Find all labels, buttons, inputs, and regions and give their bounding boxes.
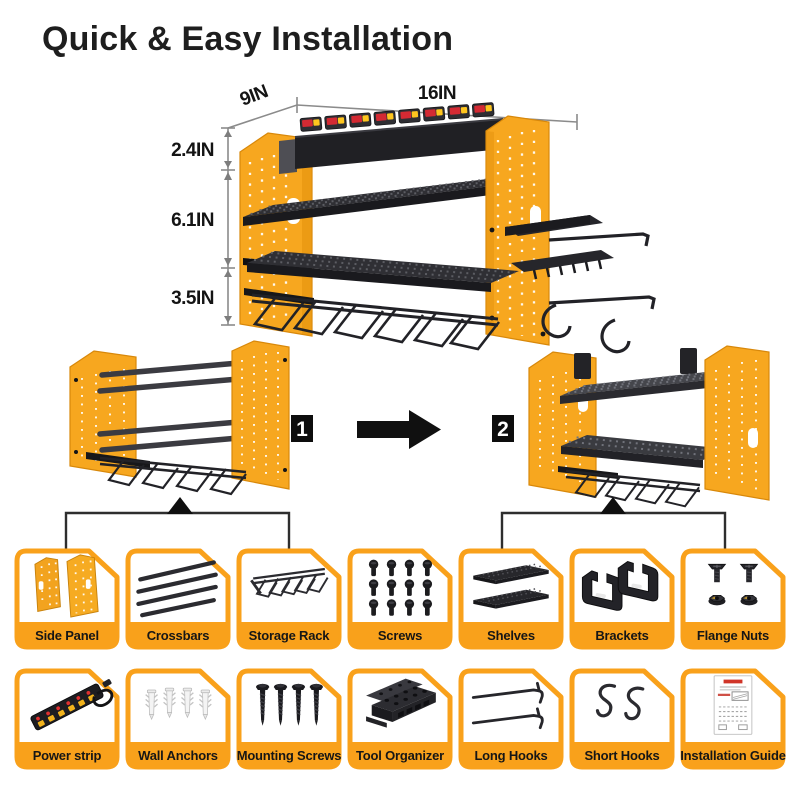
short-hooks-image (574, 672, 670, 740)
step2-brackets (574, 348, 697, 379)
dim-height-top: 2.4IN (171, 140, 214, 161)
part-label: Long Hooks (474, 748, 548, 763)
step2-storage-rack (558, 466, 701, 508)
dimension-lines: 9IN 16IN 2.4IN 6.1IN 3.5IN (171, 81, 578, 326)
storage-rack-image (241, 552, 337, 620)
shelves-image (463, 552, 559, 620)
dim-depth: 9IN (237, 81, 271, 111)
step1-number: 1 (296, 418, 308, 441)
product-middle-shelf (243, 251, 519, 292)
step1-badge: 1 (291, 415, 313, 442)
product-battery-holder (279, 102, 504, 174)
part-card-tool-organizer: Tool Organizer (347, 668, 453, 770)
batteries (299, 102, 495, 132)
product-side-trays (505, 215, 614, 280)
step1-right-panel (231, 340, 290, 490)
part-label: Short Hooks (584, 748, 660, 763)
card-frame (680, 548, 786, 650)
part-card-installation-guide: Installation Guide (680, 668, 786, 770)
part-card-wall-anchors: Wall Anchors (125, 668, 231, 770)
arrow-right-icon (357, 410, 441, 449)
part-card-screws: Screws (347, 548, 453, 650)
product-top-shelf (243, 173, 529, 226)
part-label: Crossbars (146, 628, 210, 643)
step2-right-panel (704, 345, 770, 501)
brackets-image (574, 552, 670, 620)
tool-organizer-image (352, 672, 448, 740)
part-label: Wall Anchors (138, 748, 218, 763)
step2-connector (500, 497, 727, 549)
step1-storage-rack (86, 452, 247, 496)
card-frame (569, 668, 675, 770)
dim-height-middle: 6.1IN (171, 210, 214, 231)
part-label: Brackets (595, 628, 649, 643)
part-label: Mounting Screws (236, 748, 342, 763)
dim-height-bottom: 3.5IN (171, 288, 214, 309)
side-panel-image (19, 552, 115, 620)
part-card-brackets: Brackets (569, 548, 675, 650)
crossbars-image (130, 552, 226, 620)
part-card-crossbars: Crossbars (125, 548, 231, 650)
step2-image (528, 345, 770, 508)
wall-anchors-image (130, 672, 226, 740)
part-card-mounting-screws: Mounting Screws (236, 668, 342, 770)
mounting-screws-image (241, 672, 337, 740)
power-strip-image (19, 672, 115, 740)
parts-grid: Side Panel Crossbars (14, 548, 792, 770)
triangle-up-icon (167, 497, 193, 514)
part-label: Flange Nuts (696, 628, 770, 643)
step1-connector (64, 497, 291, 549)
part-card-power-strip: Power strip (14, 668, 120, 770)
product-hooks (541, 232, 656, 354)
part-label: Installation Guide (680, 748, 786, 763)
part-card-short-hooks: Short Hooks (569, 668, 675, 770)
part-card-shelves: Shelves (458, 548, 564, 650)
part-label: Tool Organizer (356, 748, 444, 763)
part-card-side-panel: Side Panel (14, 548, 120, 650)
page-title: Quick & Easy Installation (42, 20, 454, 58)
part-label: Storage Rack (248, 628, 330, 643)
step2-badge: 2 (492, 415, 514, 442)
step2-middle-shelf (561, 435, 729, 468)
part-label: Screws (377, 628, 423, 643)
screws-image (352, 552, 448, 620)
product-storage-rack (244, 288, 501, 351)
step1-crossbars (97, 359, 253, 453)
step2-number: 2 (497, 418, 509, 441)
part-card-long-hooks: Long Hooks (458, 668, 564, 770)
installation-guide-image (685, 672, 781, 740)
product-left-panel (239, 132, 313, 337)
step1-image (69, 340, 290, 496)
part-card-flange-nuts: Flange Nuts (680, 548, 786, 650)
part-card-storage-rack: Storage Rack (236, 548, 342, 650)
part-label: Shelves (487, 628, 535, 643)
long-hooks-image (463, 672, 559, 740)
dim-width: 16IN (418, 83, 456, 104)
part-label: Side Panel (35, 628, 99, 643)
flange-nuts-image (685, 552, 781, 620)
part-label: Power strip (32, 748, 102, 763)
step2-top-shelf (560, 369, 734, 404)
product-image (239, 102, 656, 354)
triangle-up-icon (600, 497, 626, 514)
installation-diagram: 9IN 16IN 2.4IN 6.1IN 3.5IN (64, 81, 770, 549)
